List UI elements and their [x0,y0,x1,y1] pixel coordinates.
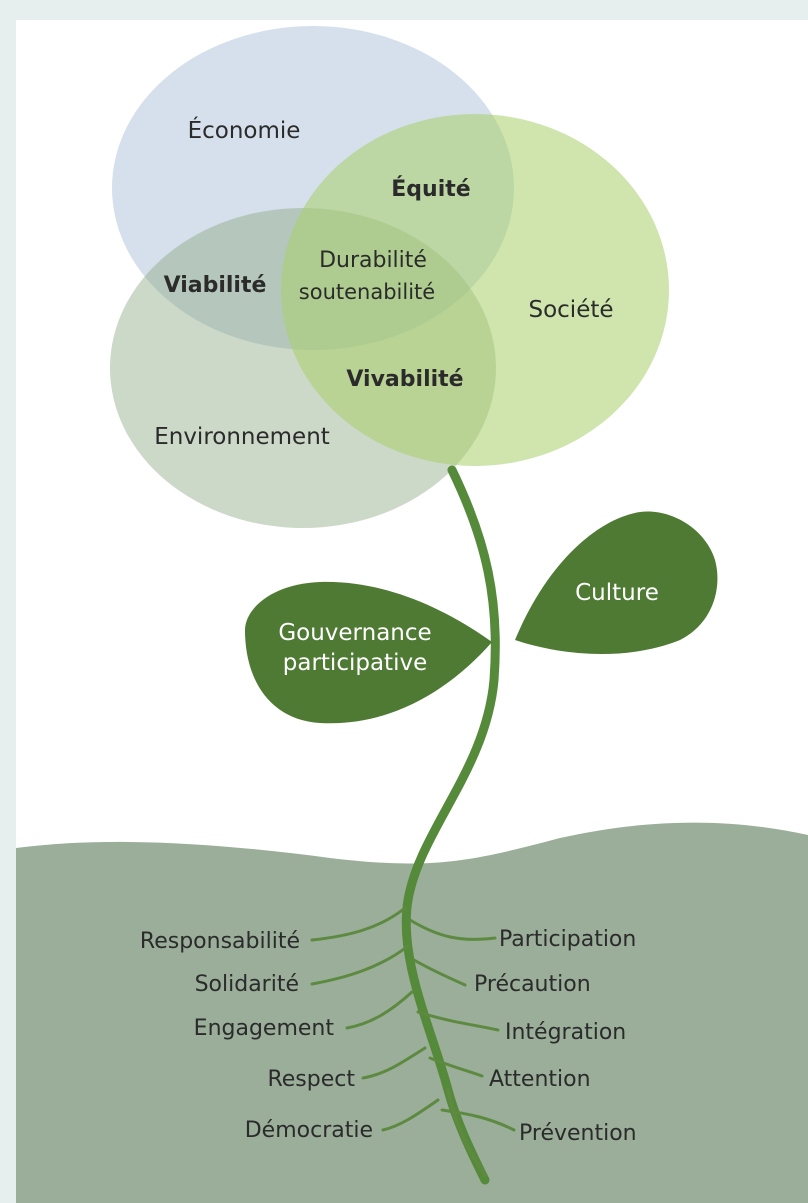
circle-societe [281,114,669,466]
label-environnement: Environnement [154,424,330,450]
label-economie: Économie [188,116,301,144]
label-gouvernance-line1: Gouvernance [278,620,431,646]
leaf-culture [515,511,718,654]
root-label-right: Attention [489,1067,591,1092]
root-label-left: Engagement [194,1016,335,1041]
label-viabilite: Viabilité [164,273,267,298]
root-label-left: Solidarité [195,972,299,997]
root-label-right: Prévention [519,1121,637,1146]
label-culture: Culture [575,580,659,606]
root-branch-right-1 [408,918,497,941]
root-label-left: Démocratie [245,1118,373,1143]
venn-diagram [110,26,669,528]
root-label-right: Intégration [505,1020,626,1045]
label-gouvernance-line2: participative [283,650,427,676]
label-centre-line1: Durabilité [319,248,427,273]
label-vivabilite: Vivabilité [346,367,463,392]
label-equite: Équité [391,176,470,202]
root-label-left: Respect [267,1067,355,1092]
root-branch-right-4 [428,1056,484,1078]
root-tip [446,1088,487,1177]
root-branch-left-3 [345,990,414,1030]
root-label-right: Précaution [474,972,591,997]
root-label-left: Responsabilité [140,929,300,954]
root-branch-left-4 [361,1046,427,1080]
root-label-right: Participation [499,927,636,952]
label-centre-line2: soutenabilité [299,280,435,304]
root-branch-right-5 [440,1108,516,1132]
leaf-gouvernance [245,581,492,724]
root-branch-left-2 [310,944,410,986]
ground [16,822,808,1203]
root-branch-right-3 [416,1010,500,1032]
root-branch-right-2 [412,958,467,987]
root-branch-left-5 [381,1098,440,1132]
roots [310,906,516,1177]
label-societe: Société [528,297,613,323]
root-branch-left-1 [310,906,407,942]
